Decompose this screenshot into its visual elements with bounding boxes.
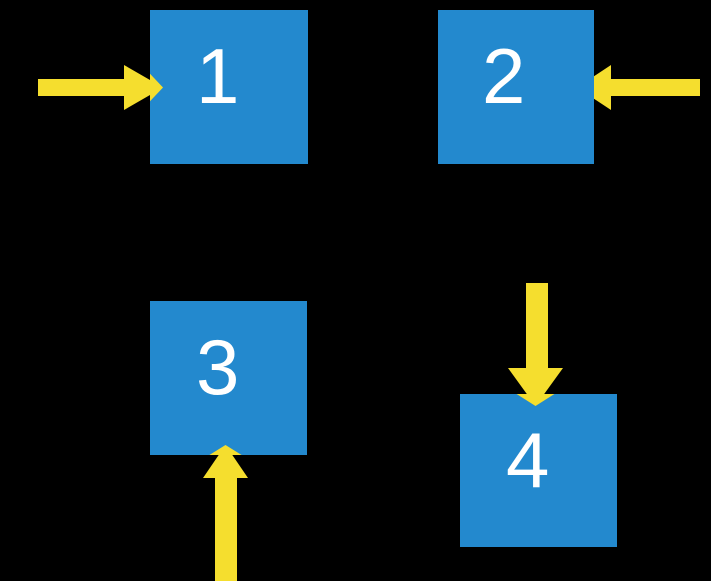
node-box-2[interactable] — [438, 10, 594, 164]
arrow-right-tip-shape — [150, 73, 163, 102]
arrow-up-into-node-3 — [203, 445, 248, 581]
node-box-3[interactable] — [150, 301, 307, 455]
arrow-down-tip-shape — [516, 394, 555, 406]
arrow-left-shape — [577, 65, 700, 110]
arrow-tip-over-node-1 — [150, 65, 163, 110]
arrow-tip-over-node-4 — [508, 394, 563, 406]
arrow-right-shape — [38, 65, 163, 110]
arrow-down-into-node-4 — [508, 283, 563, 406]
arrow-right-into-node-1 — [38, 65, 163, 110]
node-label-3: 3 — [196, 323, 240, 411]
node-box-1[interactable] — [150, 10, 308, 164]
arrow-down-shape — [508, 283, 563, 406]
arrow-tip-over-node-3 — [203, 445, 248, 455]
arrow-left-into-node-2 — [577, 65, 700, 110]
node-label-2: 2 — [482, 32, 526, 120]
arrow-up-shape — [203, 445, 248, 581]
node-box-4[interactable] — [460, 394, 617, 547]
node-label-4: 4 — [506, 416, 550, 504]
node-label-1: 1 — [196, 32, 240, 120]
arrow-up-tip-shape — [209, 445, 242, 455]
